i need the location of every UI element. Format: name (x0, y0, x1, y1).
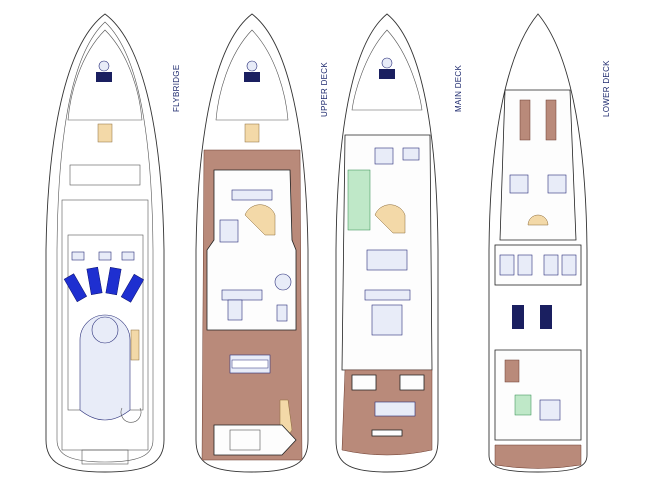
deck-label-lower-deck: LOWER DECK (602, 60, 611, 117)
upper-deck-plan (195, 13, 309, 473)
main-deck-plan (335, 13, 439, 473)
sun-loungers (63, 266, 145, 303)
deck-label-main-deck: MAIN DECK (454, 64, 463, 112)
helm-seats-icon (244, 60, 260, 82)
deck-label-flybridge: FLYBRIDGE (172, 64, 181, 112)
deck-label-upper-deck: UPPER DECK (320, 61, 329, 117)
flybridge-plan (45, 13, 165, 473)
sofa-row (71, 251, 135, 261)
lower-deck-plan (488, 13, 588, 473)
helm-seats-icon (379, 57, 395, 79)
helm-seats-icon (96, 60, 112, 82)
engine-icons (512, 305, 552, 329)
